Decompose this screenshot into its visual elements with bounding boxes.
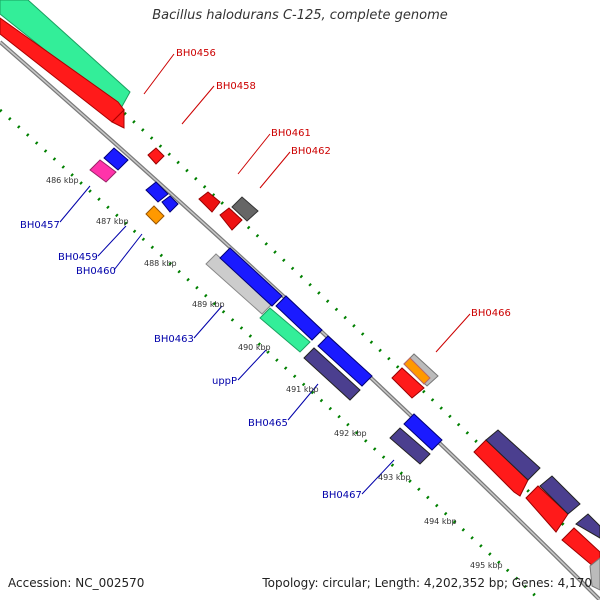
gene-label-bh0467[interactable]: BH0467 [322, 490, 362, 501]
gene-bh0461[interactable] [198, 191, 221, 213]
kbp-label: 491 kbp [286, 385, 319, 394]
gene-bh0462[interactable] [231, 196, 259, 222]
kbp-label: 492 kbp [334, 429, 367, 438]
gene-bh0465-blue[interactable] [317, 335, 373, 387]
gene-small-red-a[interactable] [147, 147, 165, 165]
gene-uppp-blue[interactable] [275, 295, 323, 341]
gene-plus-red-edge[interactable] [561, 527, 600, 573]
callout-bh0457 [59, 185, 91, 223]
gene-bh0457[interactable] [89, 159, 117, 183]
topology-text: Topology: circular; Length: 4,202,352 bp… [262, 576, 592, 590]
gene-label-bh0459[interactable]: BH0459 [58, 252, 98, 263]
gene-bh0466-orange[interactable] [403, 357, 431, 385]
callout-bh0456 [143, 53, 175, 95]
gene-bh0457-blue[interactable] [103, 147, 129, 171]
map-title: Bacillus halodurans C-125, complete geno… [152, 8, 448, 23]
gene-bh0459b[interactable] [161, 195, 179, 213]
callout-bh0462 [259, 151, 291, 189]
inner-tick-ring [0, 108, 542, 600]
gene-bh0467-blue[interactable] [403, 413, 443, 451]
callout-bh0459 [97, 225, 127, 257]
callout-bh0463 [193, 305, 223, 339]
gene-bh0456[interactable] [0, 0, 131, 111]
gene-label-bh0465[interactable]: BH0465 [248, 418, 288, 429]
gene-label-bh0462[interactable]: BH0462 [291, 146, 331, 157]
callout-uppp [237, 349, 267, 381]
callout-bh0461 [237, 133, 271, 175]
gene-bh0467-purple[interactable] [389, 427, 431, 465]
gene-bh0466[interactable] [391, 367, 425, 399]
callout-bh0460 [113, 233, 143, 271]
gene-bh0458-arrow[interactable] [111, 108, 125, 129]
gene-label-bh0457[interactable]: BH0457 [20, 220, 60, 231]
gene-plus-purple-edge[interactable] [575, 513, 600, 539]
gene-bh0460[interactable] [145, 205, 165, 225]
gene-plus-purple-lower-2[interactable] [539, 475, 581, 515]
callout-bh0465 [287, 383, 319, 421]
gene-bh0461b[interactable] [219, 207, 243, 231]
kbp-label: 487 kbp [96, 217, 129, 226]
gene-plus-purple-lower[interactable] [485, 429, 541, 481]
callout-bh0458 [181, 85, 215, 125]
gene-label-bh0466[interactable]: BH0466 [471, 308, 511, 319]
gene-plus-grey-edge[interactable] [589, 557, 600, 591]
gene-plus-red-lower[interactable] [473, 439, 529, 497]
callout-bh0466 [435, 313, 471, 353]
kbp-label: 488 kbp [144, 259, 177, 268]
kbp-label: 490 kbp [238, 343, 271, 352]
callout-bh0467 [361, 459, 395, 495]
accession-text: Accession: NC_002570 [8, 576, 145, 590]
gene-bh0463-blue[interactable] [219, 247, 283, 307]
gene-bh0459[interactable] [145, 181, 169, 203]
gene-label-bh0456[interactable]: BH0456 [176, 48, 216, 59]
gene-uppp-green[interactable] [259, 307, 311, 353]
gene-label-bh0461[interactable]: BH0461 [271, 128, 311, 139]
kbp-label: 486 kbp [46, 176, 79, 185]
kbp-label: 495 kbp [470, 561, 503, 570]
kbp-label: 494 kbp [424, 517, 457, 526]
kbp-label: 489 kbp [192, 300, 225, 309]
gene-label-bh0463[interactable]: BH0463 [154, 334, 194, 345]
gene-label-uppp[interactable]: uppP [212, 376, 237, 387]
gene-label-bh0460[interactable]: BH0460 [76, 266, 116, 277]
kbp-label: 493 kbp [378, 473, 411, 482]
gene-bh0465-purple[interactable] [303, 347, 361, 401]
gene-label-bh0458[interactable]: BH0458 [216, 81, 256, 92]
